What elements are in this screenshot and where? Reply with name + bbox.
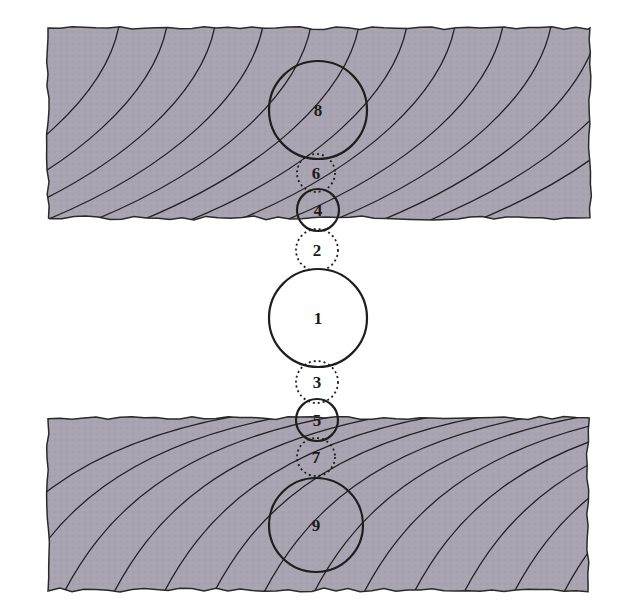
layer-circle: 3 — [295, 360, 339, 404]
callout-number: 9 — [312, 517, 321, 534]
callout-number: 5 — [313, 412, 322, 429]
callout-number: 3 — [313, 374, 322, 391]
callout-number: 2 — [313, 242, 322, 259]
layer-circle: 7 — [296, 437, 336, 477]
callout-number: 4 — [314, 202, 323, 219]
layer-circle: 4 — [296, 188, 340, 232]
layer-circle: 2 — [295, 228, 339, 272]
callout-number: 7 — [312, 449, 321, 466]
callout-number: 8 — [314, 102, 323, 119]
layer-circle: 8 — [268, 60, 368, 160]
layer-circle: 5 — [295, 398, 339, 442]
upper-layer — [0, 20, 626, 225]
callout-number: 6 — [312, 165, 321, 182]
layer-circle: 1 — [268, 268, 368, 368]
layer-circle: 6 — [296, 153, 336, 193]
callout-number: 1 — [314, 310, 323, 327]
layer-circle: 9 — [268, 477, 364, 573]
